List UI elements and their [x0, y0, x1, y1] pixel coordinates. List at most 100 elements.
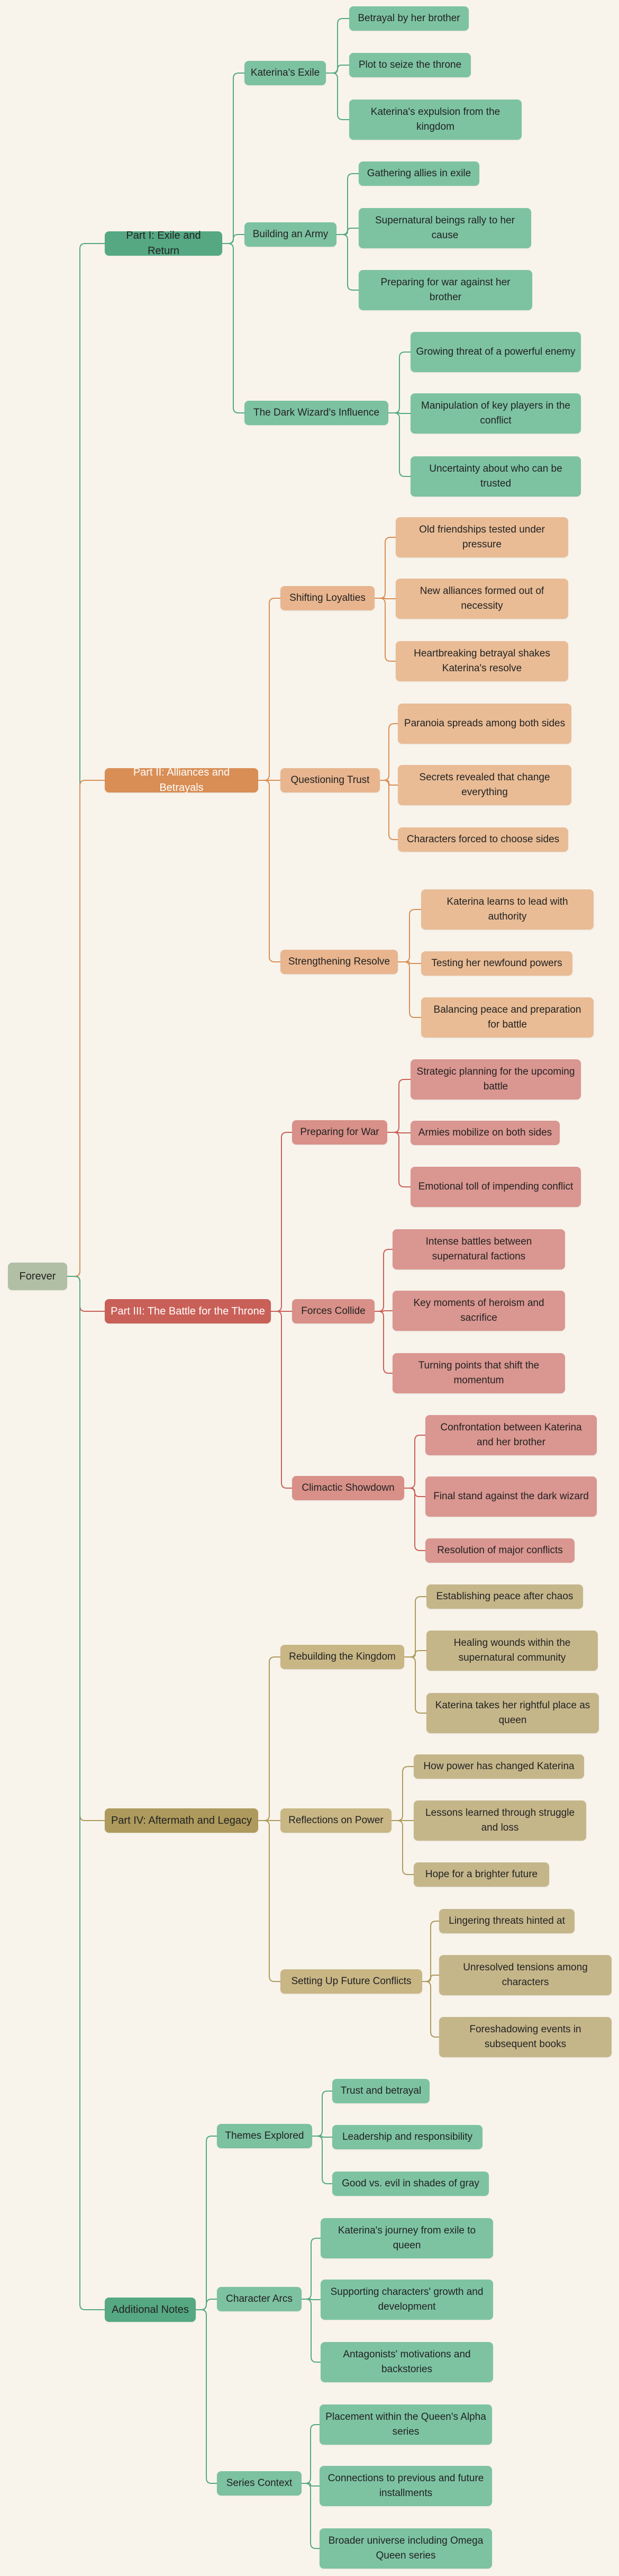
- topic-connector: [392, 1820, 414, 1875]
- topic-connector: [302, 2299, 321, 2300]
- detail-node[interactable]: Paranoia spreads among both sides: [398, 704, 571, 744]
- topic-connector: [375, 598, 396, 662]
- topic-connector: [387, 1132, 411, 1133]
- detail-node[interactable]: Placement within the Queen's Alpha serie…: [320, 2404, 492, 2445]
- section-node[interactable]: Part IV: Aftermath and Legacy: [105, 1808, 258, 1833]
- topic-node[interactable]: Climactic Showdown: [292, 1476, 404, 1500]
- detail-node[interactable]: Heartbreaking betrayal shakes Katerina's…: [396, 641, 568, 681]
- detail-node[interactable]: Katerina's expulsion from the kingdom: [349, 100, 522, 140]
- topic-node[interactable]: The Dark Wizard's Influence: [244, 401, 388, 425]
- section-node[interactable]: Part III: The Battle for the Throne: [105, 1299, 271, 1323]
- topic-node[interactable]: Strengthening Resolve: [280, 950, 398, 974]
- detail-node[interactable]: Unresolved tensions among characters: [439, 1955, 612, 1995]
- detail-node[interactable]: Hope for a brighter future: [414, 1862, 549, 1887]
- detail-node[interactable]: Foreshadowing events in subsequent books: [439, 2017, 612, 2057]
- detail-node[interactable]: Trust and betrayal: [332, 2079, 430, 2103]
- detail-node[interactable]: Plot to seize the throne: [349, 53, 471, 77]
- topic-connector: [312, 2136, 332, 2138]
- detail-node[interactable]: New alliances formed out of necessity: [396, 579, 568, 619]
- topic-connector: [422, 1975, 439, 1982]
- topic-connector: [302, 2483, 320, 2487]
- detail-node[interactable]: Betrayal by her brother: [349, 6, 469, 31]
- detail-node[interactable]: Strategic planning for the upcoming batt…: [411, 1059, 581, 1100]
- topic-connector: [326, 65, 349, 74]
- topic-connector: [302, 2299, 321, 2363]
- detail-node[interactable]: Supernatural beings rally to her cause: [359, 208, 531, 248]
- topic-node[interactable]: Shifting Loyalties: [280, 586, 375, 610]
- detail-node[interactable]: Manipulation of key players in the confl…: [411, 393, 581, 434]
- topic-node[interactable]: Reflections on Power: [280, 1808, 392, 1833]
- topic-node[interactable]: Series Context: [217, 2471, 302, 2496]
- detail-node[interactable]: Characters forced to choose sides: [398, 827, 568, 852]
- detail-node[interactable]: Uncertainty about who can be trusted: [411, 456, 581, 497]
- section-connector: [222, 234, 244, 244]
- topic-connector: [380, 780, 398, 840]
- detail-node[interactable]: Connections to previous and future insta…: [320, 2466, 492, 2506]
- topic-node[interactable]: Character Arcs: [217, 2287, 302, 2311]
- detail-node[interactable]: Leadership and responsibility: [332, 2125, 483, 2149]
- topic-connector: [387, 1132, 411, 1187]
- root-connector: [67, 1276, 105, 2310]
- topic-connector: [404, 1656, 426, 1714]
- detail-node[interactable]: Preparing for war against her brother: [359, 270, 532, 310]
- topic-connector: [375, 598, 396, 599]
- detail-node[interactable]: Armies mobilize on both sides: [411, 1121, 560, 1145]
- topic-connector: [404, 1650, 426, 1658]
- section-connector: [258, 1820, 280, 1982]
- detail-node[interactable]: Balancing peace and preparation for batt…: [421, 997, 594, 1038]
- detail-node[interactable]: Gathering allies in exile: [359, 161, 479, 186]
- topic-connector: [422, 1981, 439, 2038]
- topic-connector: [326, 73, 349, 120]
- detail-node[interactable]: How power has changed Katerina: [414, 1754, 584, 1779]
- detail-node[interactable]: Antagonists' motivations and backstories: [321, 2342, 493, 2382]
- detail-node[interactable]: Lessons learned through struggle and los…: [414, 1800, 586, 1841]
- detail-node[interactable]: Intense battles between supernatural fac…: [393, 1229, 565, 1269]
- topic-connector: [398, 961, 421, 964]
- detail-node[interactable]: Supporting characters' growth and develo…: [321, 2280, 493, 2320]
- section-node[interactable]: Part I: Exile and Return: [105, 230, 222, 257]
- detail-node[interactable]: Healing wounds within the supernatural c…: [426, 1631, 598, 1671]
- topic-node[interactable]: Themes Explored: [217, 2124, 312, 2148]
- detail-node[interactable]: Katerina learns to lead with authority: [421, 889, 594, 930]
- topic-node[interactable]: Forces Collide: [292, 1299, 375, 1323]
- detail-node[interactable]: Growing threat of a powerful enemy: [411, 332, 581, 372]
- topic-node[interactable]: Building an Army: [244, 222, 336, 247]
- topic-connector: [312, 2136, 332, 2184]
- root-node[interactable]: Forever: [8, 1263, 67, 1290]
- detail-node[interactable]: Lingering threats hinted at: [439, 1909, 575, 1933]
- section-connector: [271, 1311, 292, 1489]
- detail-node[interactable]: Key moments of heroism and sacrifice: [393, 1291, 565, 1331]
- detail-node[interactable]: Final stand against the dark wizard: [425, 1476, 597, 1517]
- detail-node[interactable]: Emotional toll of impending conflict: [411, 1167, 581, 1207]
- detail-node[interactable]: Resolution of major conflicts: [425, 1538, 575, 1563]
- detail-node[interactable]: Katerina takes her rightful place as que…: [426, 1693, 599, 1733]
- detail-node[interactable]: Establishing peace after chaos: [426, 1584, 583, 1609]
- section-node[interactable]: Part II: Alliances and Betrayals: [105, 767, 258, 794]
- topic-connector: [302, 2483, 320, 2549]
- detail-node[interactable]: Confrontation between Katerina and her b…: [425, 1415, 597, 1455]
- section-connector: [258, 780, 280, 962]
- topic-node[interactable]: Rebuilding the Kingdom: [280, 1645, 404, 1669]
- topic-connector: [375, 1311, 393, 1374]
- topic-connector: [336, 228, 359, 235]
- detail-node[interactable]: Good vs. evil in shades of gray: [332, 2172, 489, 2196]
- section-connector: [222, 243, 244, 413]
- root-connector: [67, 780, 105, 1277]
- topic-node[interactable]: Setting Up Future Conflicts: [280, 1969, 422, 1994]
- topic-connector: [388, 412, 411, 477]
- detail-node[interactable]: Old friendships tested under pressure: [396, 517, 568, 557]
- section-node[interactable]: Additional Notes: [105, 2298, 196, 2322]
- topic-connector: [336, 234, 359, 291]
- topic-connector: [398, 961, 421, 1018]
- section-connector: [196, 2309, 217, 2484]
- topic-node[interactable]: Questioning Trust: [280, 768, 380, 792]
- detail-node[interactable]: Secrets revealed that change everything: [398, 765, 571, 805]
- detail-node[interactable]: Turning points that shift the momentum: [393, 1353, 565, 1393]
- detail-node[interactable]: Testing her newfound powers: [421, 951, 572, 976]
- detail-node[interactable]: Katerina's journey from exile to queen: [321, 2218, 493, 2258]
- topic-connector: [404, 1488, 425, 1551]
- detail-node[interactable]: Broader universe including Omega Queen s…: [320, 2528, 492, 2569]
- topic-node[interactable]: Preparing for War: [292, 1120, 387, 1145]
- topic-node[interactable]: Katerina's Exile: [244, 61, 326, 85]
